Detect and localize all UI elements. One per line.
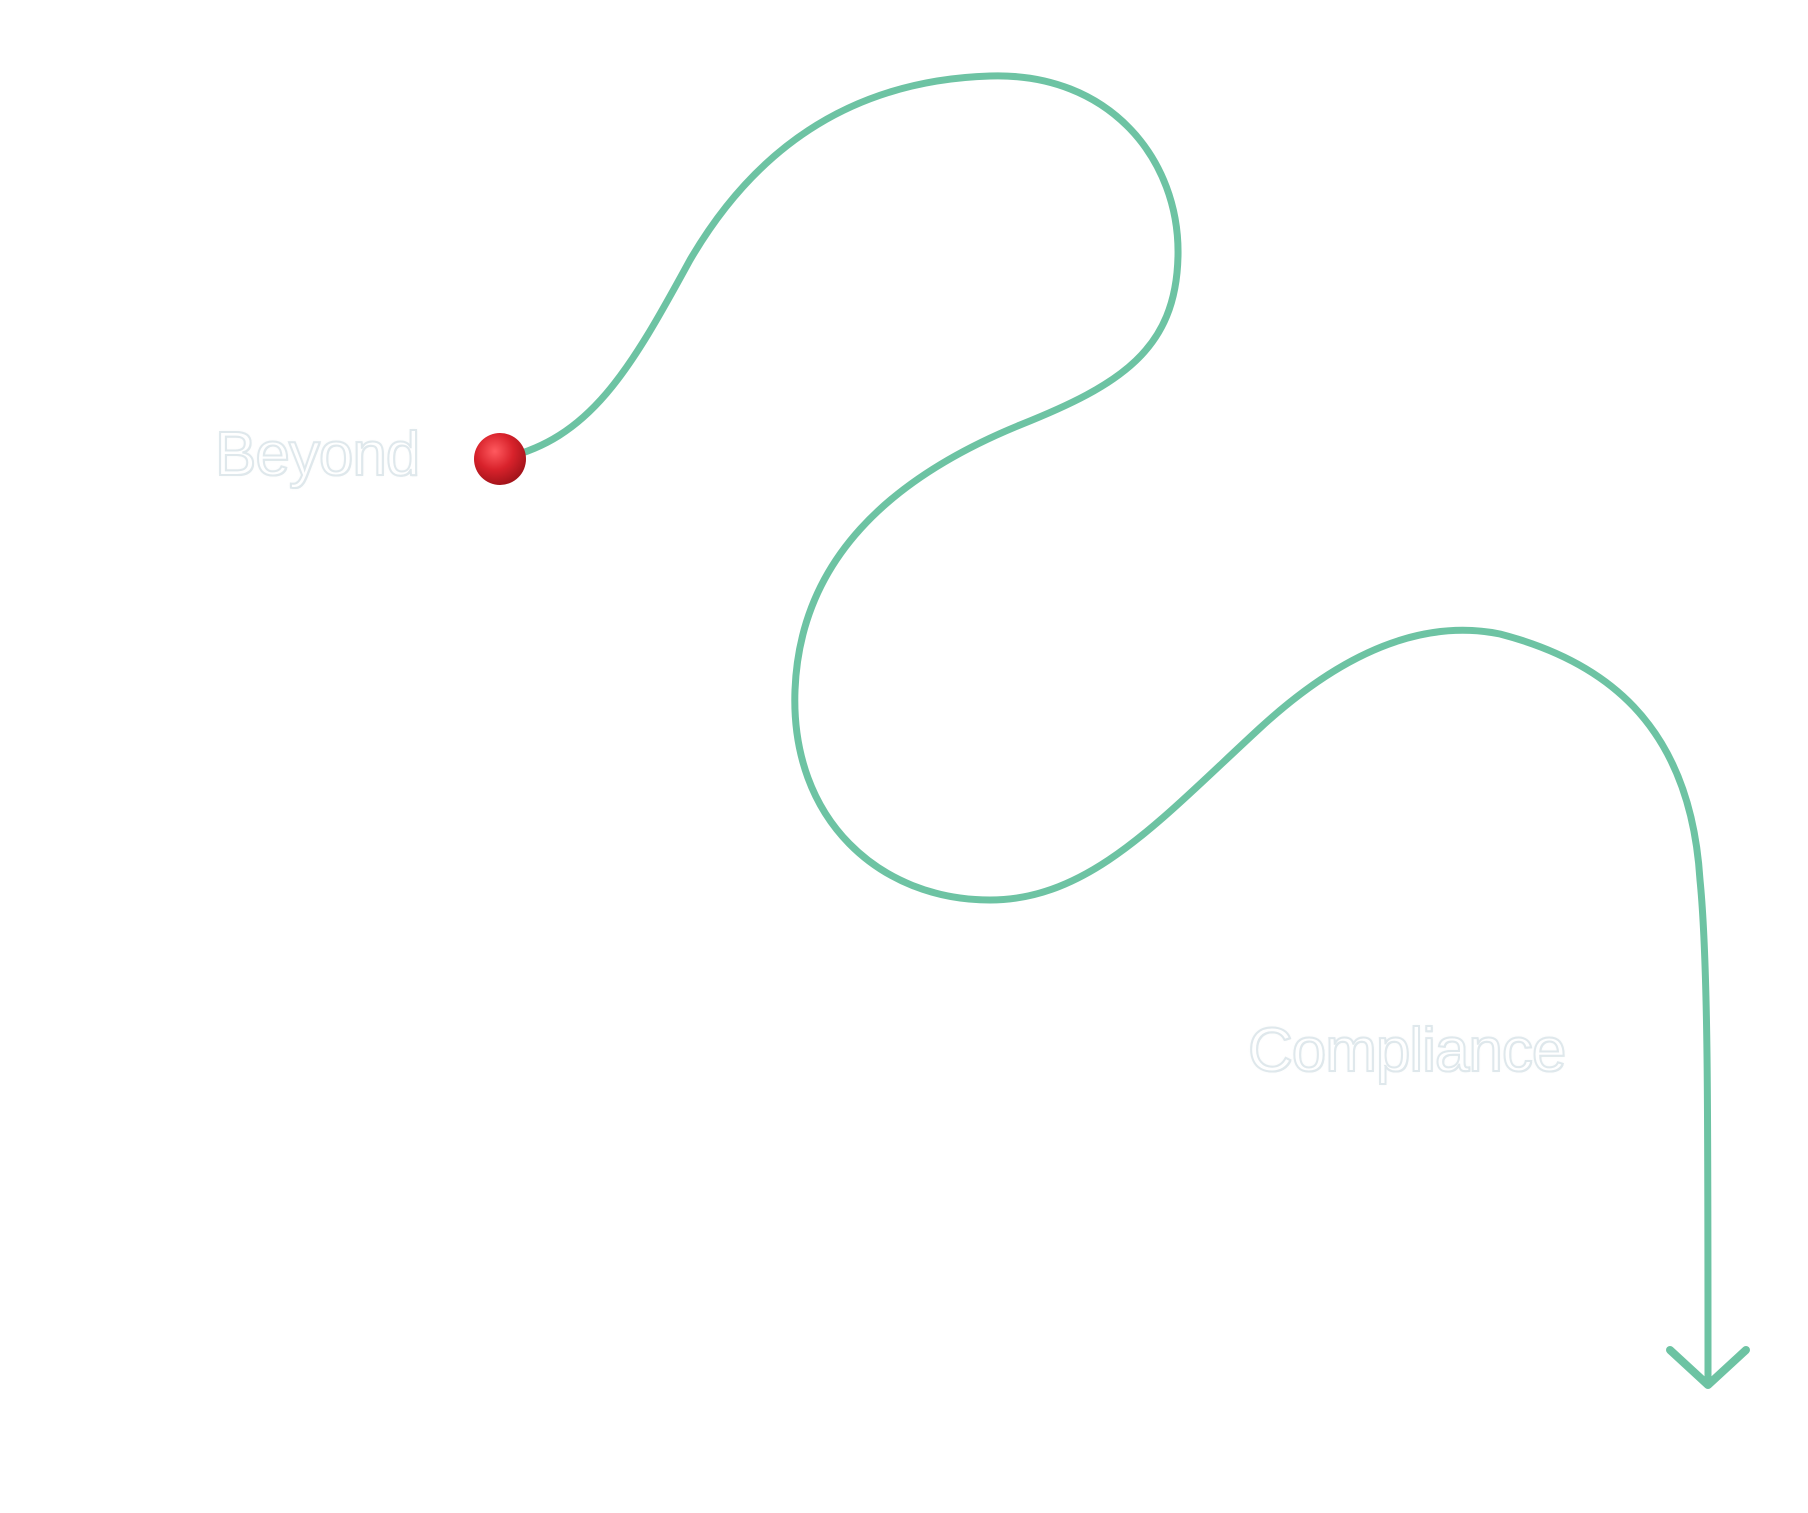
red-dot-icon [474, 433, 526, 485]
winding-path [496, 72, 1712, 1382]
arrowhead-down-icon [1666, 1346, 1750, 1389]
start-label: Beyond [214, 420, 421, 489]
end-label: Compliance [1247, 1016, 1567, 1085]
